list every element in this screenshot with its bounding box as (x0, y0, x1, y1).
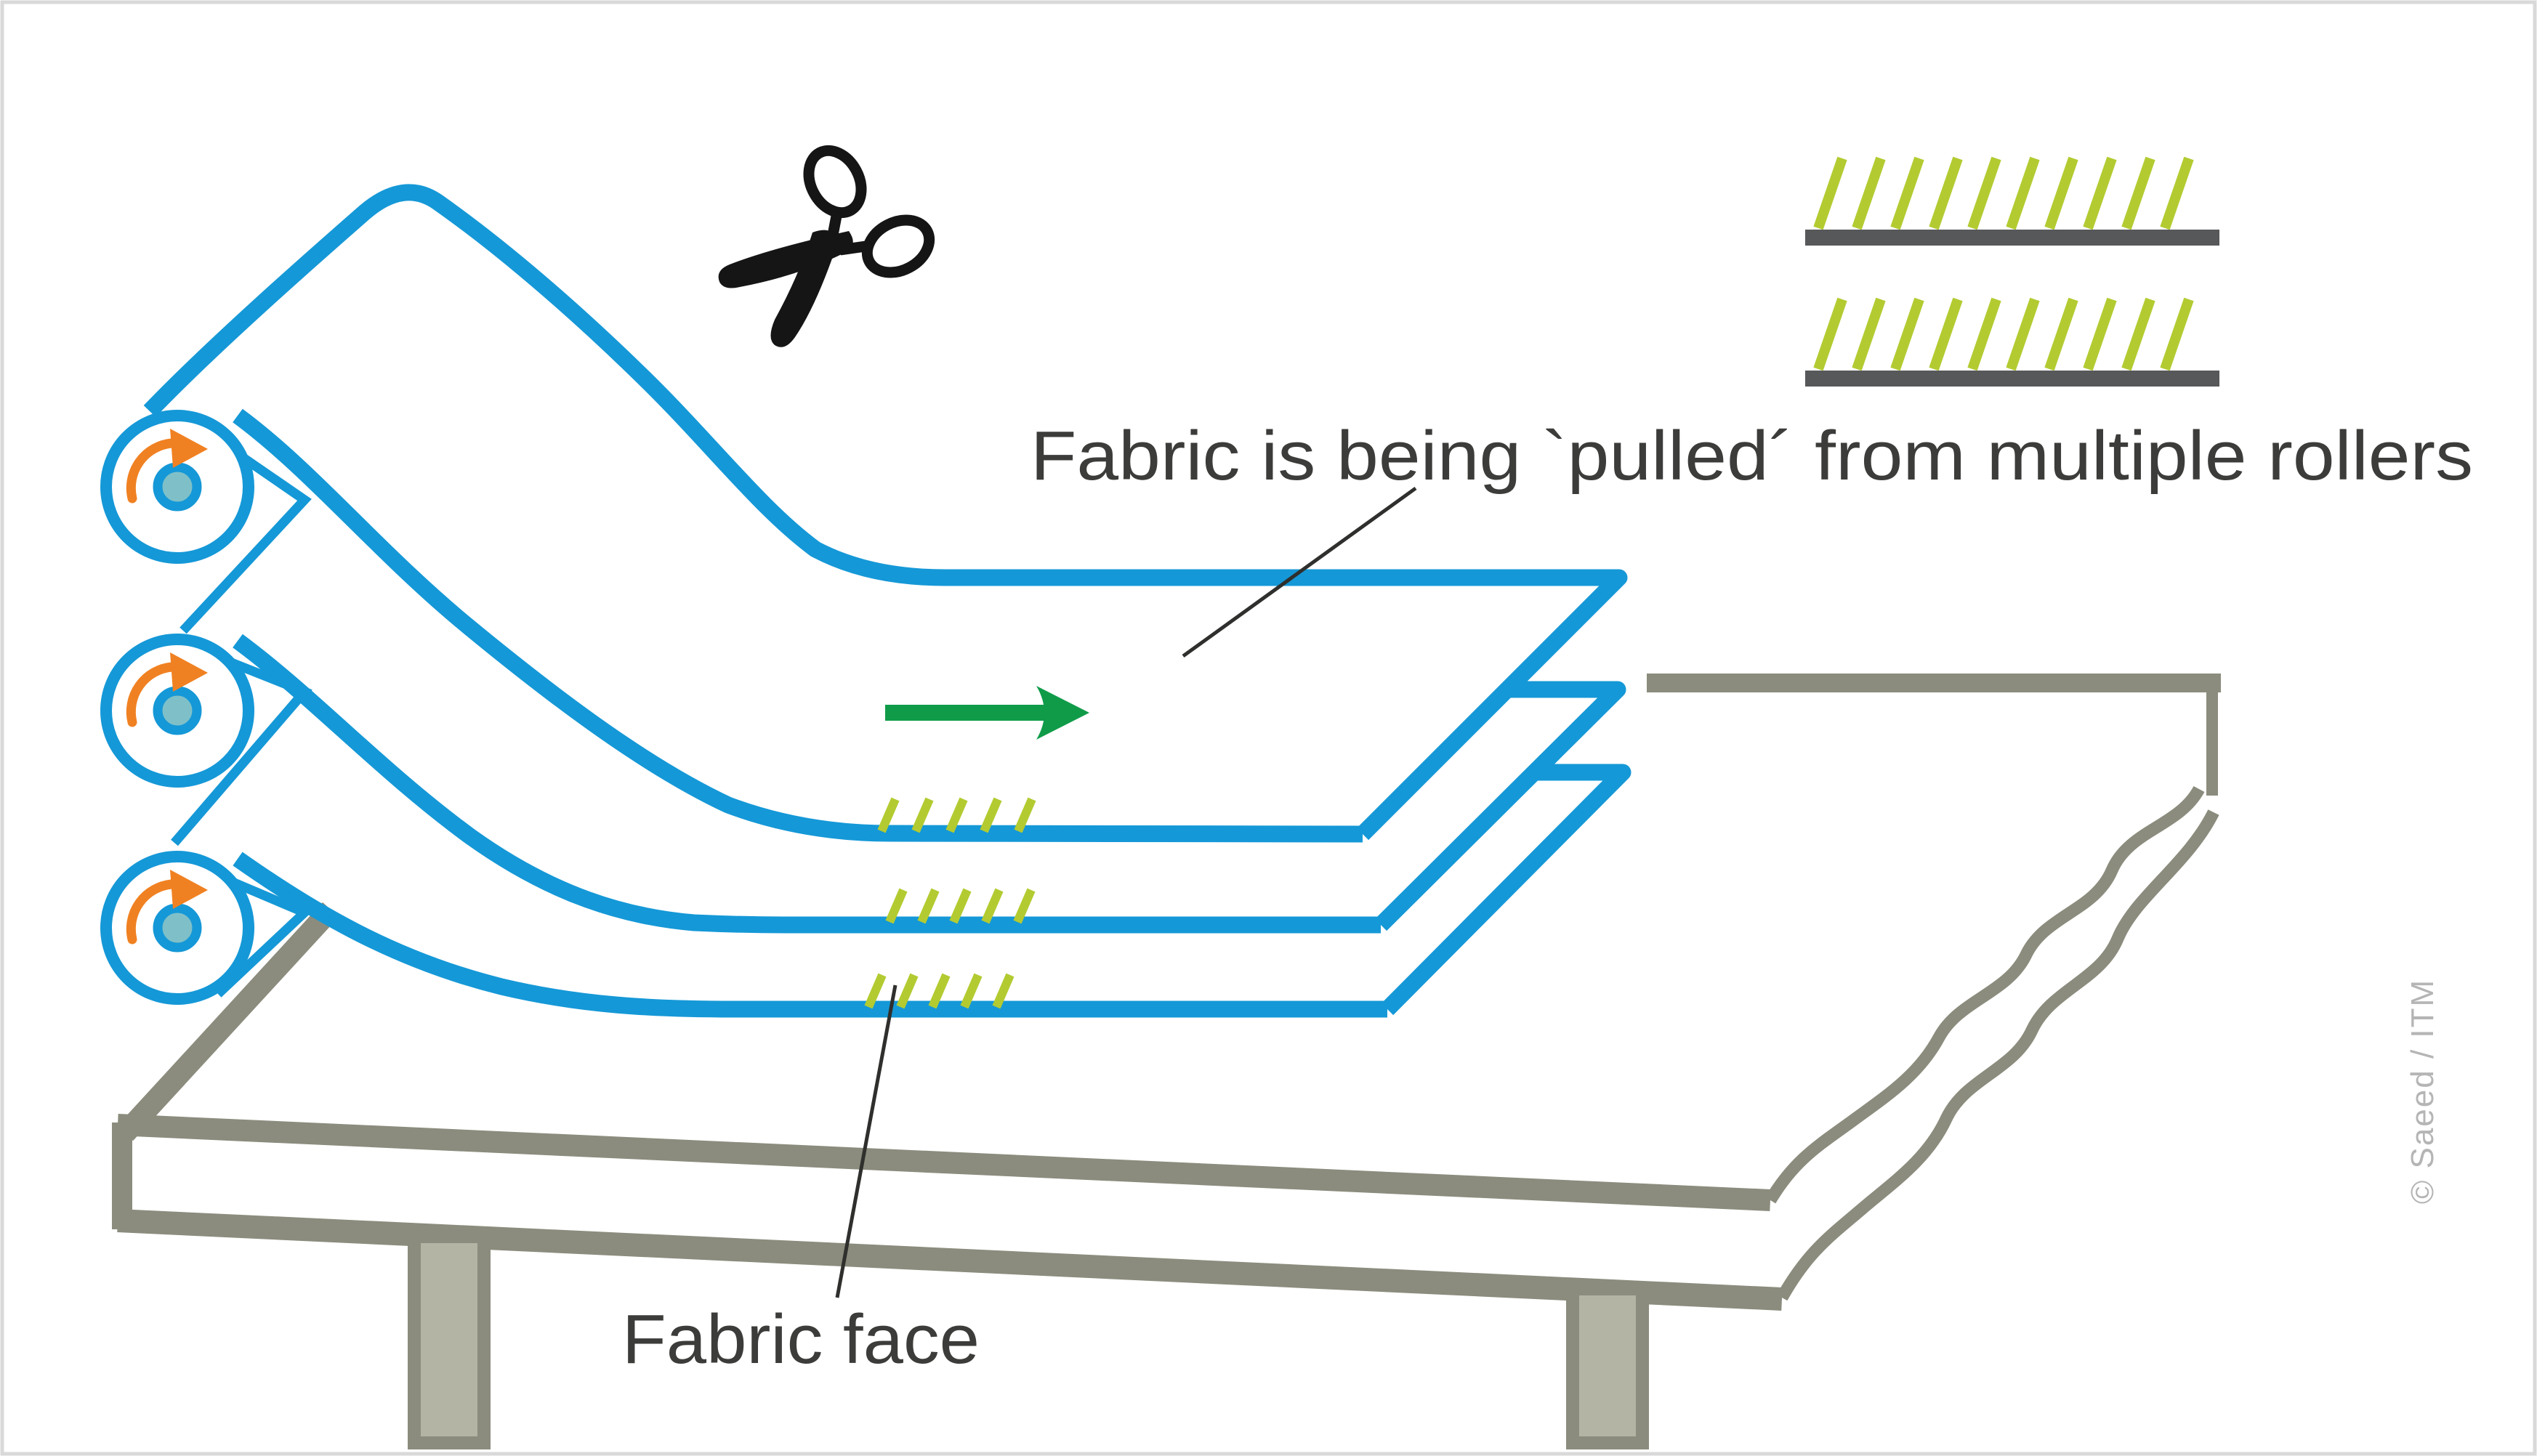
rotation-arrow-head-icon (170, 870, 208, 909)
scissors-blade-down (770, 230, 839, 347)
flow-arrow-head (1036, 686, 1089, 740)
pulled-note-label: Fabric is being `pulled´ from multiple r… (1030, 417, 2473, 495)
hatch-stroke (1890, 156, 1924, 230)
sheet3-right-tip (1381, 764, 1631, 1016)
hatch-stroke (981, 888, 1004, 924)
hatch-stroke (2044, 297, 2078, 371)
table-leg-left (408, 1230, 491, 1449)
roller-2 (100, 634, 254, 788)
hatch-stroke (1890, 297, 1924, 371)
sheet3-face-hatches (864, 973, 1015, 1009)
hatch-stroke (2121, 156, 2155, 230)
sheet3-near-edge (233, 852, 1387, 1018)
hatch-stroke (1013, 888, 1036, 924)
rotation-arrow-icon (126, 438, 177, 503)
hatch-stroke (885, 888, 908, 924)
hatch-stroke (1852, 156, 1886, 230)
flow-direction-arrow-icon (885, 686, 1089, 740)
scissors-handle-top (803, 145, 867, 219)
table-left-edge-slant (116, 902, 339, 1141)
sheet1-face-hatches (877, 797, 1036, 833)
table-torn-edge-lower (1776, 809, 2219, 1301)
scissors-icon (718, 145, 935, 347)
hatch-stroke (896, 973, 919, 1009)
table-near-edge-top (117, 1114, 1771, 1211)
roller-core (153, 903, 202, 953)
hatch-stroke (992, 973, 1015, 1009)
hatch-stroke (2160, 297, 2194, 371)
hatch-stroke (2006, 297, 2040, 371)
hatch-stroke (980, 797, 1002, 833)
fabric-face-pointer-line (835, 984, 898, 1298)
roller-core (153, 686, 202, 735)
hatch-stroke (960, 973, 983, 1009)
hatch-stroke (877, 797, 900, 833)
table-leg-right (1566, 1282, 1649, 1449)
hatch-stroke (1813, 156, 1847, 230)
legend-hatches-top (1813, 156, 2194, 230)
hatch-stroke (1014, 797, 1036, 833)
rotation-arrow-head-icon (170, 429, 208, 468)
roller-3 (100, 851, 254, 1005)
hatch-stroke (2083, 156, 2117, 230)
hatch-stroke (2121, 297, 2155, 371)
roller-1 (100, 410, 254, 564)
legend-hatches-bottom (1813, 297, 2194, 371)
sheet2-right-tip (1374, 681, 1626, 931)
legend-bar-top (1805, 230, 2219, 246)
fabric-sheets (143, 184, 1631, 1018)
hatch-stroke (911, 797, 934, 833)
hatch-stroke (945, 797, 968, 833)
table-near-edge-bottom (117, 1209, 1783, 1311)
table-torn-edge-upper (1764, 785, 2205, 1204)
fabric-face-label: Fabric face (622, 1301, 980, 1378)
hatch-stroke (1967, 156, 2001, 230)
scissors-handle-right (861, 214, 935, 278)
hatch-stroke (2006, 156, 2040, 230)
hatch-stroke (928, 973, 951, 1009)
sheet2-face-hatches (885, 888, 1036, 924)
rotation-arrow-icon (126, 662, 177, 727)
rotation-arrow-icon (126, 879, 177, 945)
sheet2-near-edge (233, 634, 1381, 934)
hatch-stroke (949, 888, 972, 924)
watermark-credit: © Saeed / ITM (2405, 979, 2440, 1204)
legend-bar-bottom (1805, 371, 2219, 387)
hatch-stroke (2083, 297, 2117, 371)
hatch-stroke (1852, 297, 1886, 371)
hatch-stroke (864, 973, 887, 1009)
hatch-stroke (1929, 156, 1963, 230)
roller-core (153, 462, 202, 511)
hatch-stroke (2044, 156, 2078, 230)
sheet1-near-edge (233, 408, 1363, 843)
hatch-stroke (1813, 297, 1847, 371)
rollers (100, 410, 254, 1005)
hatch-stroke (917, 888, 940, 924)
hatch-stroke (1967, 297, 2001, 371)
face-direction-legend (1805, 156, 2219, 387)
hatch-stroke (1929, 297, 1963, 371)
table (112, 674, 2221, 1449)
hatch-stroke (2160, 156, 2194, 230)
pulled-note-pointer-line (1182, 486, 1417, 658)
sheet1-far-edge (143, 184, 1628, 841)
rotation-arrow-head-icon (170, 652, 208, 692)
